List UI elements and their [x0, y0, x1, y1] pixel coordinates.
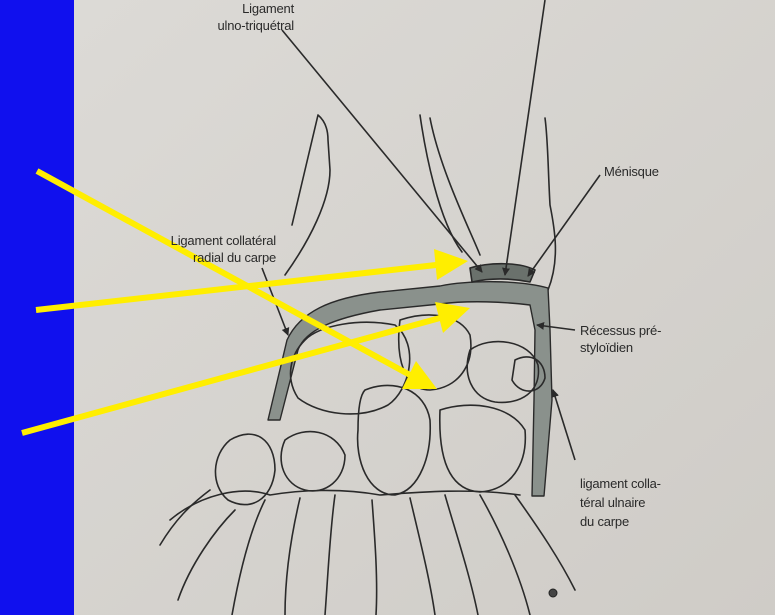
label-radial-collateral-line2: radial du carpe	[106, 249, 276, 266]
label-prestyloid-recess: Récessus pré- styloïdien	[580, 322, 661, 356]
label-prestyloid-recess-line2: styloïdien	[580, 339, 661, 356]
paper-background	[74, 0, 775, 615]
label-ulnar-collateral-line3: du carpe	[580, 512, 661, 531]
meniscus-shape	[470, 264, 535, 282]
label-ulnar-collateral: ligament colla- téral ulnaire du carpe	[580, 474, 661, 531]
label-ulnar-collateral-line1: ligament colla-	[580, 474, 661, 493]
label-radial-collateral-line1: Ligament collatéral	[106, 232, 276, 249]
label-radial-collateral: Ligament collatéral radial du carpe	[106, 232, 276, 266]
label-ulno-triquetral: Ligament ulno-triquétral	[184, 0, 294, 34]
page-mark	[549, 589, 557, 597]
label-ulnar-collateral-line2: téral ulnaire	[580, 493, 661, 512]
label-meniscus-text: Ménisque	[604, 163, 659, 180]
label-prestyloid-recess-line1: Récessus pré-	[580, 322, 661, 339]
label-ulno-triquetral-line2: ulno-triquétral	[184, 17, 294, 34]
label-ulno-triquetral-line1: Ligament	[184, 0, 294, 17]
label-meniscus: Ménisque	[604, 163, 659, 180]
